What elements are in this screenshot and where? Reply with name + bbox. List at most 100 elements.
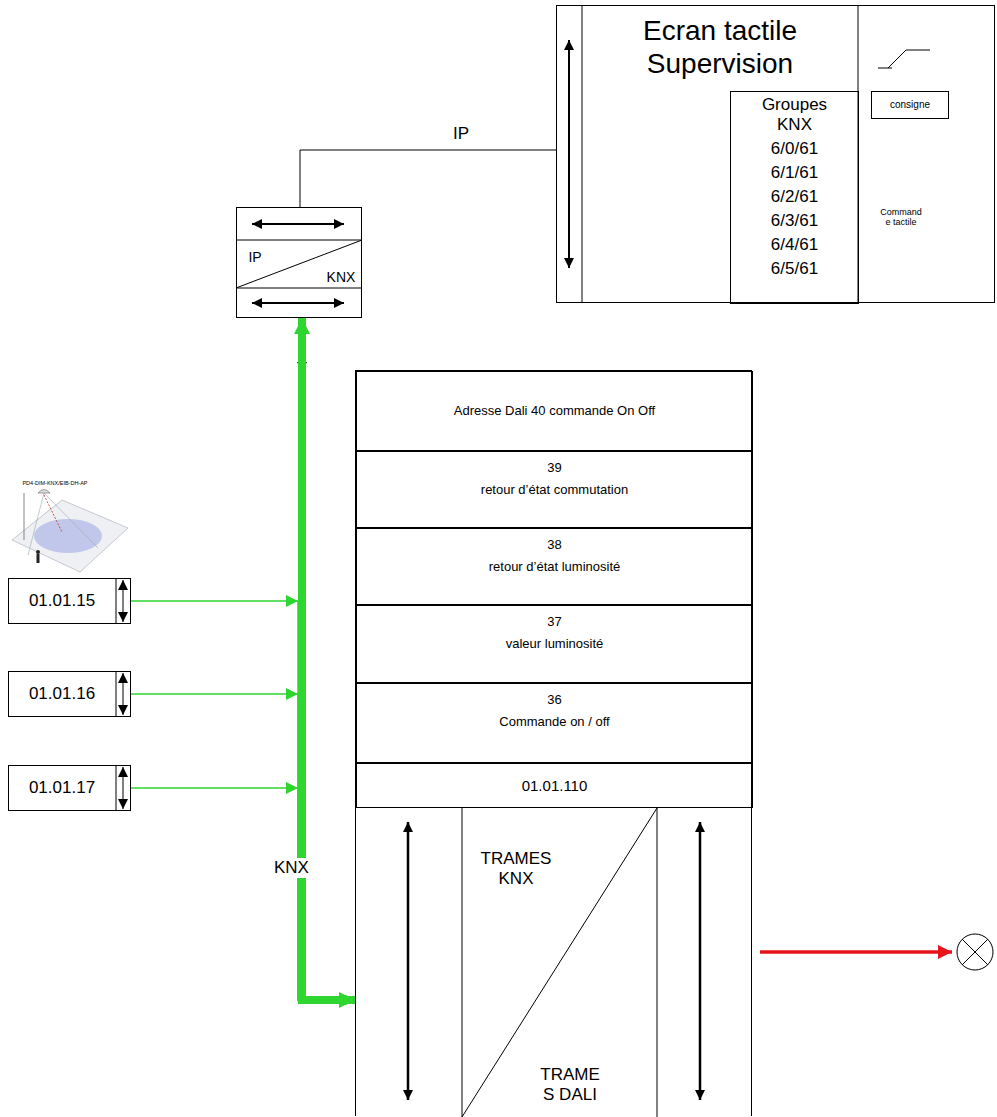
edge-label: IP [451,124,471,144]
node-text: Groupes KNX [755,95,835,134]
node-text: 6/5/61 [771,259,818,279]
node-text: 01.01.16 [29,684,95,704]
detector-divider [116,671,117,717]
setpoint-box: consigne [871,91,949,119]
gateway-divider [236,240,362,241]
detector-box: 01.01.15 [8,578,131,624]
node-text-frame: Groupes KNX [730,93,859,137]
node-text: 6/3/61 [771,211,818,231]
node-text-frame: 01.01.17 [9,766,115,810]
product-label-frame: PD4-DIM-KNX/EIB-DH-AP [10,478,100,488]
dali-gateway: TRAMES KNX TRAME S DALI Adresse Dali 40 co… [355,370,752,1116]
bus-taps [286,595,298,794]
ip-link [300,150,556,207]
double-arrow [252,302,344,304]
double-arrow [407,822,410,1100]
gateway-divider [236,288,362,289]
detector-illustration [12,490,128,573]
double-arrow [699,822,702,1100]
detector-box: 01.01.17 [8,765,131,811]
group-list-box: Groupes KNX 6/0/61 6/1/61 6/2/61 6/3/61 6/4/6… [730,91,859,304]
edge-label: KNX [272,858,311,878]
node-text-frame: 38 [357,534,752,556]
object-box: 36Commande on / off [356,683,753,763]
control-label-frame: Command e tactile [866,200,936,234]
address-box: 01.01.110 [356,763,753,808]
object-box: 38 retour d’état luminosité [356,528,753,605]
gateway-divider [462,807,463,1117]
node-text: valeur luminosité [506,637,604,652]
touch-screen: Ecran tactile SupervisionGroupes KNX 6/0/… [556,5,995,303]
node-text: 37 [547,615,561,630]
node-text: retour d’état luminosité [489,560,621,575]
node-text: 01.01.15 [29,591,95,611]
object-box: 37 valeur luminosité [356,605,753,683]
node-text-frame: Commande on / off [357,711,752,733]
node-text: 01.01.110 [522,777,588,794]
switch-symbol [878,50,930,68]
node-text-frame: TRAMES KNX [466,842,566,896]
node-text: IP [248,249,261,265]
node-text-frame: KNX [322,268,360,286]
knx-line [131,601,355,1000]
node-text: 39 [547,461,561,476]
node-text-frame: 6/3/61 [730,209,859,233]
node-text: Adresse Dali 40 commande On Off [454,404,655,419]
node-text-frame: 01.01.16 [9,672,115,716]
node-text-frame: Adresse Dali 40 commande On Off [357,372,752,450]
node-text-frame: valeur luminosité [357,633,752,655]
double-arrow [568,40,570,268]
gateway-diagonal [236,240,362,288]
double-arrow [123,767,124,809]
detector-box: 01.01.16 [8,671,131,717]
node-text: 01.01.17 [29,778,95,798]
double-arrow [252,223,344,225]
node-text: 36 [547,693,561,708]
control-label: Command e tactile [879,207,923,228]
object-box: 39 retour d’état commutation [356,451,753,528]
gateway-divider [657,807,658,1117]
gateway-diagonal [462,808,657,1117]
node-text-frame: retour d’état luminosité [357,556,752,578]
lamp-symbol [957,934,993,970]
node-text: Ecran tactile Supervision [582,15,858,79]
object-box: Adresse Dali 40 commande On Off [356,371,753,451]
node-text-frame: 01.01.110 [357,764,752,807]
node-text-frame: 6/5/61 [730,257,859,281]
node-text-frame: 37 [357,611,752,633]
node-text-frame: 6/1/61 [730,161,859,185]
node-text-frame: Ecran tactile Supervision [582,10,858,85]
node-text: TRAMES KNX [471,849,561,888]
node-text-frame: 36 [357,689,752,711]
ip-knx-gateway: IP KNX [236,207,362,318]
node-text-frame: 6/0/61 [730,137,859,161]
product-label: PD4-DIM-KNX/EIB-DH-AP [22,480,87,486]
node-text: 6/2/61 [771,187,818,207]
detector-divider [116,578,117,624]
node-text: Commande on / off [499,715,609,730]
node-text-frame: consigne [872,92,948,118]
node-text-frame: 39 [357,457,752,479]
node-text: KNX [327,269,356,285]
node-text-frame: retour d’état commutation [357,479,752,501]
knx-line [131,788,355,1000]
node-text-frame: 01.01.15 [9,579,115,623]
double-arrow [123,673,124,715]
node-text-frame: 6/2/61 [730,185,859,209]
node-text: 6/0/61 [771,139,818,159]
node-text: consigne [890,99,930,111]
knx-bus [302,318,355,1000]
detector-divider [116,765,117,811]
node-text: 6/1/61 [771,163,818,183]
double-arrow [123,580,124,622]
knx-line [131,694,355,1000]
node-text: 38 [547,538,561,553]
node-text: retour d’état commutation [481,483,628,498]
dali-output-arrow [760,950,952,954]
node-text-frame: TRAME S DALI [528,1058,612,1112]
node-text: 6/4/61 [771,235,818,255]
screen-divider [582,5,583,303]
